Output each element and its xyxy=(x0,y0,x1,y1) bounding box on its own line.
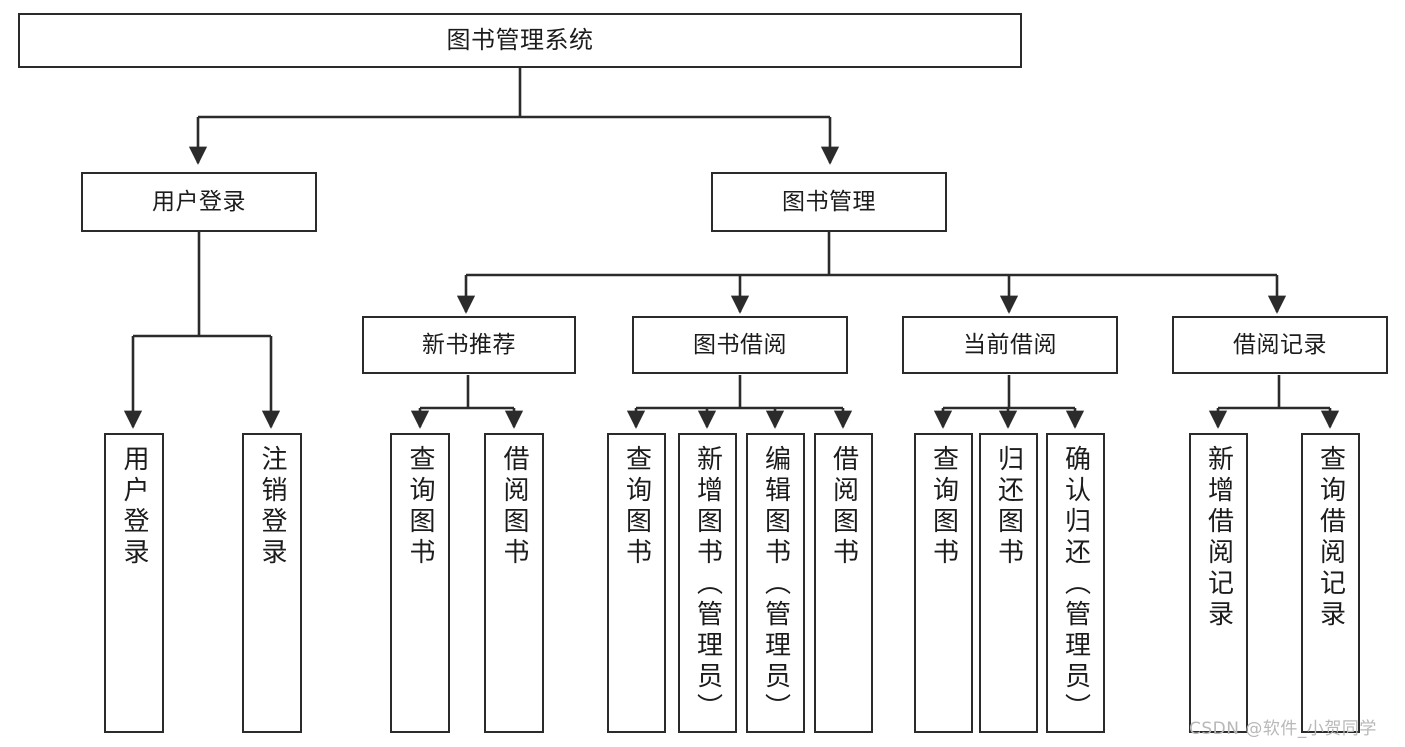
node-label: 新增借阅记录 xyxy=(1203,445,1234,631)
node-label: 用户登录 xyxy=(119,445,149,569)
node-leaf-query-book-1[interactable]: 查询图书 xyxy=(390,433,450,733)
node-leaf-edit-book[interactable]: 编辑图书（管理员） xyxy=(746,433,805,733)
node-leaf-borrow-book-1[interactable]: 借阅图书 xyxy=(484,433,544,733)
csdn-watermark: CSDN @软件_小贺同学 xyxy=(1189,719,1377,739)
node-leaf-add-book[interactable]: 新增图书（管理员） xyxy=(678,433,737,733)
node-label: 注销登录 xyxy=(257,445,287,569)
node-label: 当前借阅 xyxy=(963,331,1057,358)
node-leaf-return-book[interactable]: 归还图书 xyxy=(979,433,1038,733)
node-leaf-logout[interactable]: 注销登录 xyxy=(242,433,302,733)
node-label: 查询图书 xyxy=(405,445,435,569)
node-label: 图书管理系统 xyxy=(446,25,594,54)
node-borrow-record[interactable]: 借阅记录 xyxy=(1172,316,1388,374)
node-leaf-borrow-book-2[interactable]: 借阅图书 xyxy=(814,433,873,733)
node-label: 编辑图书（管理员） xyxy=(760,445,791,724)
node-user-login[interactable]: 用户登录 xyxy=(81,172,317,232)
node-label: 借阅图书 xyxy=(828,445,859,569)
node-label: 图书借阅 xyxy=(693,331,787,358)
node-root-book-management-system[interactable]: 图书管理系统 xyxy=(18,13,1022,68)
node-label: 新增图书（管理员） xyxy=(692,445,723,724)
node-label: 归还图书 xyxy=(993,445,1024,569)
node-new-book-recommend[interactable]: 新书推荐 xyxy=(362,316,576,374)
node-current-borrow[interactable]: 当前借阅 xyxy=(902,316,1118,374)
node-book-management[interactable]: 图书管理 xyxy=(711,172,947,232)
node-label: 确认归还（管理员） xyxy=(1060,445,1091,724)
node-book-borrow[interactable]: 图书借阅 xyxy=(632,316,848,374)
node-label: 查询图书 xyxy=(621,445,652,569)
node-leaf-query-record[interactable]: 查询借阅记录 xyxy=(1301,433,1360,733)
node-leaf-user-login[interactable]: 用户登录 xyxy=(104,433,164,733)
node-leaf-query-book-3[interactable]: 查询图书 xyxy=(914,433,973,733)
node-leaf-query-book-2[interactable]: 查询图书 xyxy=(607,433,666,733)
node-label: 图书管理 xyxy=(782,188,876,215)
node-label: 用户登录 xyxy=(152,188,246,215)
node-leaf-add-record[interactable]: 新增借阅记录 xyxy=(1189,433,1248,733)
node-label: 借阅图书 xyxy=(499,445,529,569)
node-leaf-confirm-return[interactable]: 确认归还（管理员） xyxy=(1046,433,1105,733)
node-label: 查询图书 xyxy=(928,445,959,569)
node-label: 新书推荐 xyxy=(422,331,516,358)
node-label: 查询借阅记录 xyxy=(1315,445,1346,631)
node-label: 借阅记录 xyxy=(1233,331,1327,358)
